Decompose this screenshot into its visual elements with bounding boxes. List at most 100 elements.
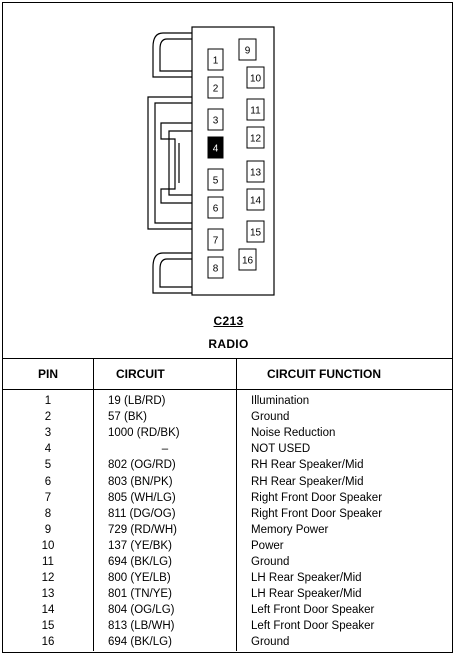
- function-cell: Power: [251, 539, 284, 552]
- pin-label: 10: [250, 74, 262, 85]
- function-cell: LH Rear Speaker/Mid: [251, 572, 362, 585]
- circuit-cell: 729 (RD/WH): [93, 521, 237, 538]
- circuit-cell: 19 (LB/RD): [93, 389, 237, 410]
- pin-2: 2: [207, 76, 224, 99]
- pins-right: 9 10 11 12 13 14 15 16: [238, 38, 265, 271]
- pin-label: 6: [213, 204, 219, 215]
- pin-11: 11: [246, 98, 265, 121]
- function-cell: Ground: [251, 555, 290, 568]
- pins-left: 1 2 3 4 5 6 7 8: [207, 48, 224, 279]
- pin-3: 3: [207, 108, 224, 131]
- table-header-row: PIN CIRCUIT CIRCUIT FUNCTION: [3, 359, 452, 390]
- pin-cell: 3: [3, 425, 94, 442]
- pin-cell: 13: [3, 586, 94, 603]
- pin-16: 16: [238, 248, 257, 271]
- side-lock-tab: [147, 96, 192, 230]
- pin-cell: 10: [3, 537, 94, 554]
- pin-cell: 5: [3, 457, 94, 474]
- pin-cell: 7: [3, 489, 94, 506]
- connector-name: RADIO: [208, 337, 249, 351]
- pin-label: 14: [250, 196, 262, 207]
- pin-label: 12: [250, 134, 262, 145]
- circuit-cell: 137 (YE/BK): [93, 537, 237, 554]
- pin-cell: 12: [3, 570, 94, 587]
- function-cell: Memory Power: [251, 523, 329, 536]
- function-cell: Noise Reduction: [251, 427, 336, 440]
- circuit-cell: 804 (OG/LG): [93, 602, 237, 619]
- function-cell: Ground: [251, 636, 290, 649]
- function-cell: RH Rear Speaker/Mid: [251, 459, 364, 472]
- pin-cell: 9: [3, 521, 94, 538]
- pin-1: 1: [207, 48, 224, 71]
- circuit-cell: 1000 (RD/BK): [93, 425, 237, 442]
- function-cell: Illumination: [251, 395, 310, 408]
- pin-cell: 1: [3, 389, 94, 410]
- pin-9: 9: [238, 38, 257, 61]
- connector-body: [191, 26, 275, 296]
- circuit-cell: –: [93, 441, 237, 458]
- pin-label: 1: [213, 56, 219, 67]
- table-row: 4–NOT USED: [3, 441, 452, 458]
- function-cell: LH Rear Speaker/Mid: [251, 588, 362, 601]
- circuit-cell: 801 (TN/YE): [93, 586, 237, 603]
- circuit-cell: 694 (BK/LG): [93, 634, 237, 651]
- header-pin: PIN: [3, 359, 94, 390]
- pin-7: 7: [207, 228, 224, 251]
- function-cell: RH Rear Speaker/Mid: [251, 475, 364, 488]
- function-cell: Left Front Door Speaker: [251, 620, 375, 633]
- circuit-cell: 694 (BK/LG): [93, 553, 237, 571]
- pin-label: 15: [250, 228, 262, 239]
- pin-label: 3: [213, 116, 219, 127]
- pin-14: 14: [246, 188, 265, 211]
- pin-cell: 2: [3, 409, 94, 426]
- pin-label: 2: [213, 84, 219, 95]
- pin-5: 5: [207, 168, 224, 191]
- pin-label: 13: [250, 168, 262, 179]
- pin-label: 4: [213, 144, 219, 155]
- pin-12: 12: [246, 126, 265, 149]
- circuit-cell: 802 (OG/RD): [93, 457, 237, 474]
- pin-13: 13: [246, 160, 265, 183]
- circuit-cell: 800 (YE/LB): [93, 570, 237, 587]
- circuit-cell: 811 (DG/OG): [93, 505, 237, 522]
- circuit-cell: 803 (BN/PK): [93, 473, 237, 490]
- section-divider: [3, 358, 452, 359]
- pin-cell: 14: [3, 602, 94, 619]
- function-cell: Right Front Door Speaker: [251, 507, 383, 520]
- function-cell: Right Front Door Speaker: [251, 491, 383, 504]
- pin-cell: 11: [3, 553, 94, 571]
- pin-cell: 4: [3, 441, 94, 458]
- pin-cell: 8: [3, 505, 94, 522]
- header-function: CIRCUIT FUNCTION: [236, 359, 452, 390]
- circuit-cell: 57 (BK): [93, 409, 237, 426]
- function-cell: Ground: [251, 411, 290, 424]
- pin-label: 8: [213, 264, 219, 275]
- bottom-latch: [152, 252, 192, 294]
- pin-label: 16: [242, 256, 254, 267]
- header-circuit: CIRCUIT: [93, 359, 237, 390]
- pin-10: 10: [246, 66, 265, 89]
- pin-label: 11: [250, 106, 261, 117]
- pin-15: 15: [246, 220, 265, 243]
- pin-cell: 15: [3, 618, 94, 635]
- pin-label: 5: [213, 176, 219, 187]
- circuit-cell: 813 (LB/WH): [93, 618, 237, 635]
